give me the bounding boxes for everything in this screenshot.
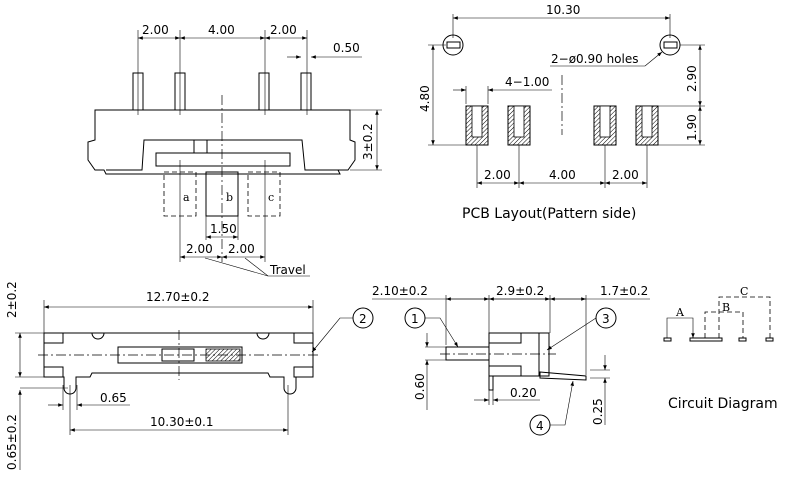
length-dim: 12.70±0.2: [146, 290, 210, 304]
shaft: [445, 346, 490, 361]
pin-thickness-dim: 0.20: [510, 386, 537, 400]
label-c: c: [268, 191, 274, 204]
circuit-diagram: A B C Circuit Diagram: [663, 285, 778, 412]
travel-dim-2: 2.00: [228, 242, 255, 256]
end-dim-2: 2.9±0.2: [496, 284, 544, 298]
pad-height-dim: 1.90: [685, 114, 699, 141]
side-view: 2.00 4.00 2.00 0.50 a b c 1.50 2.00 2.00…: [87, 23, 382, 277]
holes-note: 2−ø0.90 holes: [551, 52, 638, 66]
hole-spacing-dim: 10.30: [546, 3, 580, 17]
circuit-title: Circuit Diagram: [668, 396, 778, 412]
end-view: 2.10±0.2 2.9±0.2 1.7±0.2 0.60 0.20 0.25 …: [372, 284, 650, 436]
knob: [161, 348, 195, 362]
peg-width-dim: 0.65: [100, 391, 127, 405]
tab-thickness-dim: 0.25: [591, 398, 605, 425]
slider-bar: [155, 152, 291, 167]
pads: [465, 105, 659, 146]
offset-dim: 0.65±0.2: [5, 414, 19, 470]
label-a: a: [183, 191, 190, 204]
height-dim: 3±0.2: [361, 123, 375, 160]
pin-width-dim: 0.50: [333, 41, 360, 55]
end-dim-3: 1.7±0.2: [600, 284, 648, 298]
circuit-label-b: B: [722, 301, 730, 314]
position-b: [205, 171, 239, 217]
pcb-pitch-1: 2.00: [484, 168, 511, 182]
mount-hole-right: [659, 34, 681, 56]
upper-dim: 2.90: [685, 65, 699, 92]
pitch-dim-2: 4.00: [208, 23, 235, 37]
pcb-height-dim: 4.80: [418, 85, 432, 112]
callout-4-label: 4: [536, 419, 544, 433]
end-dim-1: 2.10±0.2: [372, 284, 428, 298]
circuit-label-a: A: [675, 306, 685, 319]
shaft-height-dim: 0.60: [413, 373, 427, 400]
travel-dim-1: 2.00: [186, 242, 213, 256]
position-c: [247, 171, 281, 217]
pitch-dim-3: 2.00: [270, 23, 297, 37]
top-view: 12.70±0.2 2±0.2 0.65±0.2 0.65 10.30±0.1 …: [5, 281, 374, 470]
mount-hole-left: [442, 34, 464, 56]
body-outline: [43, 332, 314, 395]
circuit-label-c: C: [740, 285, 748, 298]
width-dim: 2±0.2: [5, 281, 19, 318]
pitch-dim-1: 2.00: [142, 23, 169, 37]
pcb-layout: 10.30 2−ø0.90 holes 4.80 2.90 1.90 4−1.0…: [418, 3, 705, 222]
pcb-title: PCB Layout(Pattern side): [462, 206, 636, 222]
knob-width-dim: 1.50: [210, 222, 237, 236]
pcb-pitch-3: 2.00: [612, 168, 639, 182]
callout-2-label: 2: [359, 312, 367, 326]
label-b: b: [226, 191, 233, 204]
travel-label: Travel: [269, 263, 306, 277]
tab: [539, 371, 587, 381]
switch-body: [87, 109, 356, 175]
peg-spacing-dim: 10.30±0.1: [150, 415, 214, 429]
pcb-pitch-2: 4.00: [549, 168, 576, 182]
end-body: [488, 332, 550, 377]
callout-1-label: 1: [411, 312, 419, 326]
callout-3-label: 3: [602, 312, 610, 326]
pad-width-note: 4−1.00: [505, 75, 549, 89]
